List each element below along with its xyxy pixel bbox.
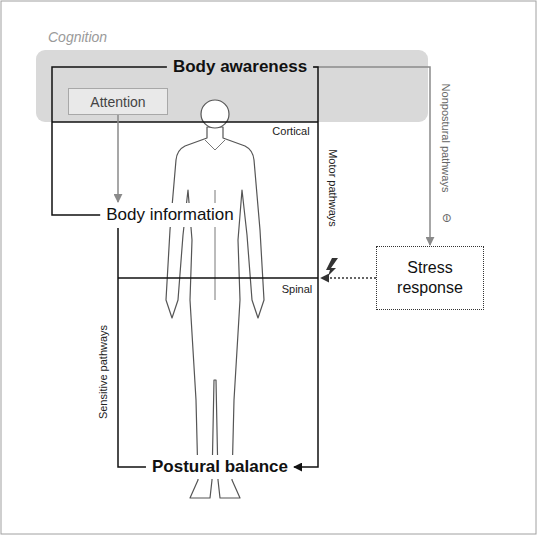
connector xyxy=(117,115,119,202)
band-layer xyxy=(36,50,428,122)
attention-box: Attention xyxy=(68,88,168,115)
level-label: Cortical xyxy=(272,125,309,137)
region-heading: Cognition xyxy=(48,29,107,45)
human-figure xyxy=(166,100,264,498)
pathway-label: Sensitive pathways xyxy=(97,325,109,419)
concept-label: Body information xyxy=(102,203,238,227)
node-text: Body awareness xyxy=(173,57,307,77)
pathway-label: Nonpostural pathways xyxy=(440,84,452,193)
inhibition-sign: ⊖ xyxy=(439,213,452,223)
node-text: Postural balance xyxy=(152,457,288,477)
band-fill xyxy=(36,50,428,122)
connector xyxy=(118,228,146,467)
connector xyxy=(313,67,430,245)
spinal-line xyxy=(118,277,318,279)
stress-effect-arrow xyxy=(321,277,376,279)
lightning-symbol xyxy=(326,258,338,276)
body-outline xyxy=(166,127,264,498)
level-lines xyxy=(52,122,318,278)
cortical-line xyxy=(52,121,318,123)
head-outline xyxy=(201,100,229,128)
stress-box: Stress response xyxy=(376,246,484,310)
cognition-band: CognitionBody awarenessAttention xyxy=(36,50,428,122)
pathway-label: Motor pathways xyxy=(327,149,339,227)
concept-label: Body awareness xyxy=(169,55,311,79)
node-text: Body information xyxy=(106,205,234,225)
node-text: Stress response xyxy=(385,258,475,298)
level-label: Spinal xyxy=(282,283,313,295)
node-text: Attention xyxy=(90,94,145,110)
concept-label: Postural balance xyxy=(148,455,292,479)
